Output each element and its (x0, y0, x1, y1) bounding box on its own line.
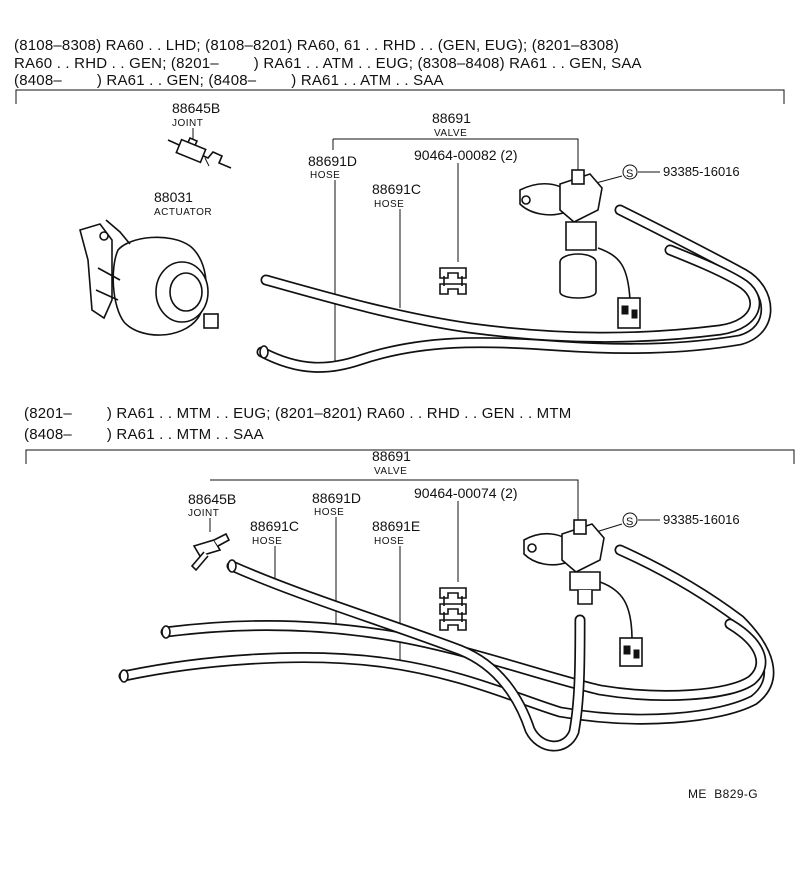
section1-header-line-3: (8408– ) RA61 . . GEN; (8408– ) RA61 . .… (14, 72, 444, 89)
section2-header-line-2: (8408– ) RA61 . . MTM . . SAA (24, 426, 264, 443)
actuator-icon (79, 219, 219, 336)
section1-screw-symbol-circle (622, 164, 638, 180)
section2-screw-symbol-circle (622, 512, 638, 528)
section2-hose-e-number: 88691E (372, 518, 420, 534)
section1-hose-c-name: HOSE (374, 199, 404, 210)
section1-header-line-2: RA60 . . RHD . . GEN; (8201– ) RA61 . . … (14, 55, 642, 72)
actuator-name: ACTUATOR (154, 207, 212, 218)
section2-valve-icon (523, 519, 643, 667)
section2-valve-leader (210, 479, 579, 528)
clip-icon (439, 267, 467, 295)
section1-joint-number: 88645B (172, 100, 220, 116)
section1-valve-leader (333, 138, 579, 178)
section1-hose-d-number: 88691D (308, 153, 357, 169)
section2-hose-e-name: HOSE (374, 536, 404, 547)
section2-hose-lines (118, 544, 775, 752)
section1-bracket (15, 89, 785, 104)
section2-hose-d-name: HOSE (314, 507, 344, 518)
section1-valve-number: 88691 (432, 110, 471, 126)
section2-screw-symbol: S (626, 516, 633, 528)
section1-hose-c-number: 88691C (372, 181, 421, 197)
section2-hose-c-number: 88691C (250, 518, 299, 534)
actuator-number: 88031 (154, 189, 193, 205)
section1-valve-name: VALVE (434, 128, 467, 139)
section2-screw-number: 93385-16016 (663, 512, 740, 527)
section2-joint-number: 88645B (188, 491, 236, 507)
section2-joint-icon (190, 532, 231, 572)
section2-hose-d-number: 88691D (312, 490, 361, 506)
section1-hose-d-name: HOSE (310, 170, 340, 181)
joint-icon (167, 136, 232, 169)
section2-valve-name: VALVE (374, 466, 407, 477)
section1-screw-symbol: S (626, 168, 633, 180)
section1-joint-name: JOINT (172, 118, 203, 129)
section1-valve-icon (519, 169, 641, 329)
section1-hose-lines (256, 204, 772, 373)
section1-screw-number: 93385-16016 (663, 164, 740, 179)
section2-valve-number: 88691 (372, 448, 411, 464)
section2-header-line-1: (8201– ) RA61 . . MTM . . EUG; (8201–820… (24, 405, 572, 422)
section2-joint-name: JOINT (188, 508, 219, 519)
section2-clip-icon (439, 587, 467, 631)
footer-code: ME B829-G (688, 787, 759, 801)
section2-clip-number: 90464-00074 (2) (414, 485, 518, 501)
section2-hose-c-name: HOSE (252, 536, 282, 547)
section1-clip-number: 90464-00082 (2) (414, 147, 518, 163)
section1-header-line-1: (8108–8308) RA60 . . LHD; (8108–8201) RA… (14, 37, 620, 54)
section2-bracket (25, 449, 795, 464)
